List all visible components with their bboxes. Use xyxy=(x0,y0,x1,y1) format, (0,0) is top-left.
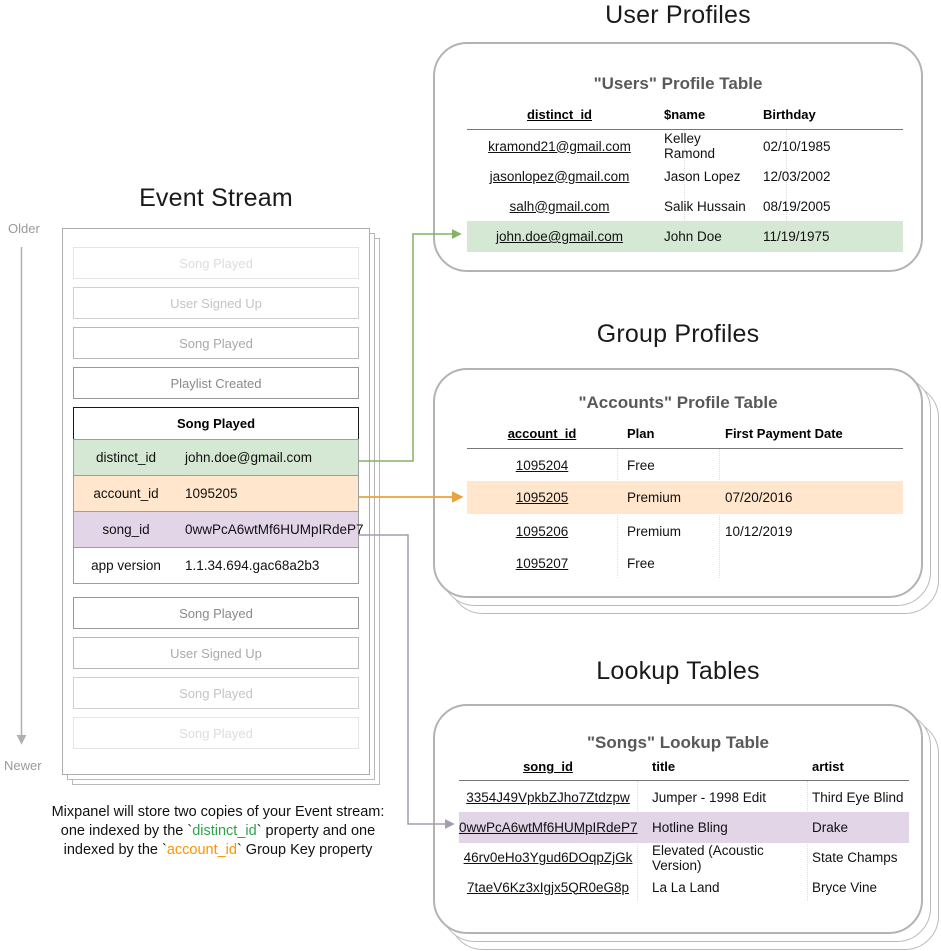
users-table-header: distinct_id $name Birthday xyxy=(467,107,903,122)
table-row-highlighted: john.doe@gmail.com John Doe 11/19/1975 xyxy=(467,221,903,252)
table-row: salh@gmail.com Salik Hussain 08/19/2005 xyxy=(509,198,831,214)
column-header-title: title xyxy=(652,759,676,774)
users-profile-card: "Users" Profile Table distinct_id $name … xyxy=(433,42,923,272)
table-row: kramond21@gmail.com Kelley Ramond 02/10/… xyxy=(488,131,831,161)
expanded-event-header: Song Played xyxy=(73,407,359,440)
lookup-tables-title: Lookup Tables xyxy=(596,657,760,685)
column-header-account-id: account_id xyxy=(507,426,577,441)
user-profiles-title: User Profiles xyxy=(605,1,751,29)
property-value: 1095205 xyxy=(185,486,238,501)
songs-lookup-card: "Songs" Lookup Table song_id title artis… xyxy=(433,704,923,934)
newer-label: Newer xyxy=(4,758,42,773)
property-value: 0wwPcA6wtMf6HUMpIRdeP7 xyxy=(185,522,364,537)
accounts-profile-card: "Accounts" Profile Table account_id Plan… xyxy=(433,368,923,598)
header-rule xyxy=(459,780,909,781)
expanded-event: Song Played distinct_id john.doe@gmail.c… xyxy=(73,407,364,584)
event-item: Song Played xyxy=(73,247,359,279)
property-value: 1.1.34.694.gac68a2b3 xyxy=(185,558,320,573)
property-row-app-version: app version 1.1.34.694.gac68a2b3 xyxy=(73,547,359,584)
header-rule xyxy=(467,129,903,130)
older-label: Older xyxy=(8,221,40,236)
property-key: song_id xyxy=(102,522,150,537)
caption-line-2: one indexed by the `distinct_id` propert… xyxy=(60,823,376,839)
table-row-highlighted: 0wwPcA6wtMf6HUMpIRdeP7 Hotline Bling Dra… xyxy=(459,812,909,843)
event-item: Playlist Created xyxy=(73,367,359,399)
header-rule xyxy=(467,448,903,449)
column-header-birthday: Birthday xyxy=(763,107,816,122)
column-header-song-id: song_id xyxy=(523,759,573,774)
column-header-first-payment-date: First Payment Date xyxy=(725,426,843,441)
songs-table-header: song_id title artist xyxy=(459,759,909,774)
column-header-artist: artist xyxy=(812,759,844,774)
accounts-table-header: account_id Plan First Payment Date xyxy=(467,426,903,441)
songs-table-title: "Songs" Lookup Table xyxy=(586,733,770,752)
users-table-title: "Users" Profile Table xyxy=(593,74,763,93)
column-header-name: $name xyxy=(664,107,706,122)
table-row: jasonlopez@gmail.com Jason Lopez 12/03/2… xyxy=(489,168,831,184)
table-row: 1095204 Free xyxy=(515,458,655,473)
caption-line-1: Mixpanel will store two copies of your E… xyxy=(51,804,385,820)
property-row-distinct-id: distinct_id john.doe@gmail.com xyxy=(73,439,359,476)
table-row-highlighted: 1095205 Premium 07/20/2016 xyxy=(467,481,903,514)
event-item: Song Played xyxy=(73,597,359,629)
property-value: john.doe@gmail.com xyxy=(185,450,313,465)
column-header-distinct-id: distinct_id xyxy=(526,107,592,122)
event-item: User Signed Up xyxy=(73,637,359,669)
caption-distinct-id: distinct_id xyxy=(192,823,257,839)
event-item: User Signed Up xyxy=(73,287,359,319)
property-key: distinct_id xyxy=(95,450,157,465)
property-row-song-id: song_id 0wwPcA6wtMf6HUMpIRdeP7 xyxy=(73,511,364,548)
accounts-table-title: "Accounts" Profile Table xyxy=(578,393,778,412)
column-divider xyxy=(786,130,787,251)
event-item: Song Played xyxy=(73,327,359,359)
table-row: 3354J49VpkbZJho7Ztdzpw Jumper - 1998 Edi… xyxy=(466,789,904,805)
event-stream-box: Song Played User Signed Up Song Played P… xyxy=(62,228,370,775)
property-key: app version xyxy=(91,558,161,573)
caption: Mixpanel will store two copies of your E… xyxy=(16,803,420,860)
event-stream-title: Event Stream xyxy=(139,184,293,212)
event-item: Song Played xyxy=(73,717,359,749)
event-item: Song Played xyxy=(73,677,359,709)
table-row: 7taeV6Kz3xIgjx5QR0eG8p La La Land Bryce … xyxy=(466,879,878,895)
property-key: account_id xyxy=(93,486,159,501)
caption-line-3: indexed by the `account_id` Group Key pr… xyxy=(63,842,373,858)
group-profiles-title: Group Profiles xyxy=(596,320,760,348)
table-row: 1095206 Premium 10/12/2019 xyxy=(515,523,793,539)
table-row: 1095207 Free xyxy=(515,556,655,571)
table-row: 46rv0eHo3Ygud6DOqpZjGk Elevated (Acousti… xyxy=(463,842,898,873)
caption-account-id: account_id xyxy=(166,842,237,858)
column-header-plan: Plan xyxy=(627,426,655,441)
property-row-account-id: account_id 1095205 xyxy=(73,475,359,512)
column-divider xyxy=(684,130,685,251)
